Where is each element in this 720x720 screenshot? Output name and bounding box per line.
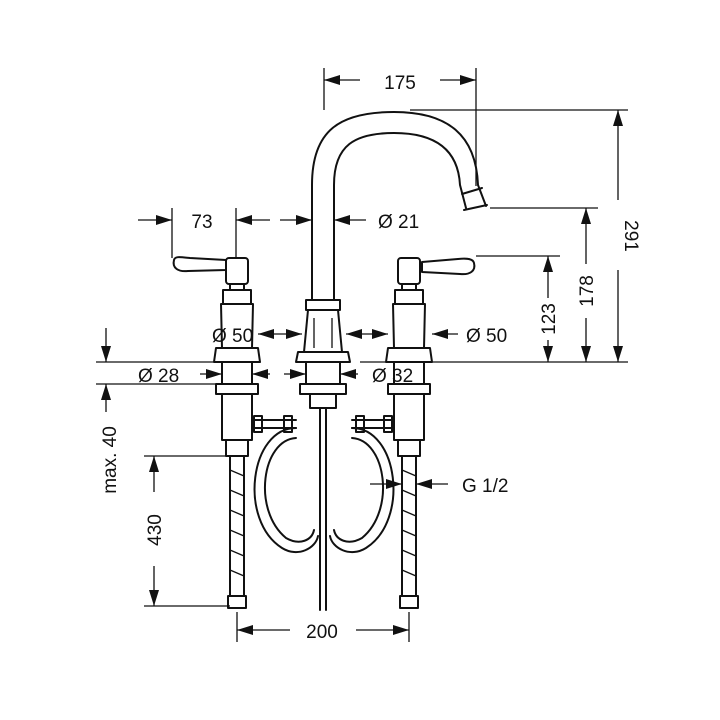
label-center-spacing: 200 <box>306 622 338 643</box>
label-right-base-diameter: Ø 50 <box>466 326 507 347</box>
label-handle-reach: 73 <box>191 212 212 233</box>
label-max-deck-thickness: max. 40 <box>100 426 121 494</box>
spout <box>311 111 488 301</box>
label-spout-diameter: Ø 21 <box>378 212 419 233</box>
label-spout-outlet-height: 178 <box>577 275 598 307</box>
left-valve <box>172 256 261 609</box>
spout-base <box>295 299 351 611</box>
label-handle-height: 123 <box>539 303 560 335</box>
label-left-shank-diameter: Ø 28 <box>138 366 179 387</box>
label-left-base-diameter: Ø 50 <box>212 326 253 347</box>
faucet-outline <box>172 111 488 611</box>
dimension-labels: 175 291 73 Ø 21 178 123 Ø 50 Ø 50 Ø 28 Ø… <box>100 73 641 643</box>
label-spout-reach: 175 <box>384 73 416 94</box>
dimension-lines <box>96 68 628 642</box>
label-thread-size: G 1/2 <box>462 476 508 497</box>
connecting-hoses <box>251 415 395 554</box>
label-hose-length: 430 <box>145 514 166 546</box>
label-center-shank-diameter: Ø 32 <box>372 366 413 387</box>
right-valve <box>385 257 476 609</box>
label-overall-height: 291 <box>620 220 641 252</box>
